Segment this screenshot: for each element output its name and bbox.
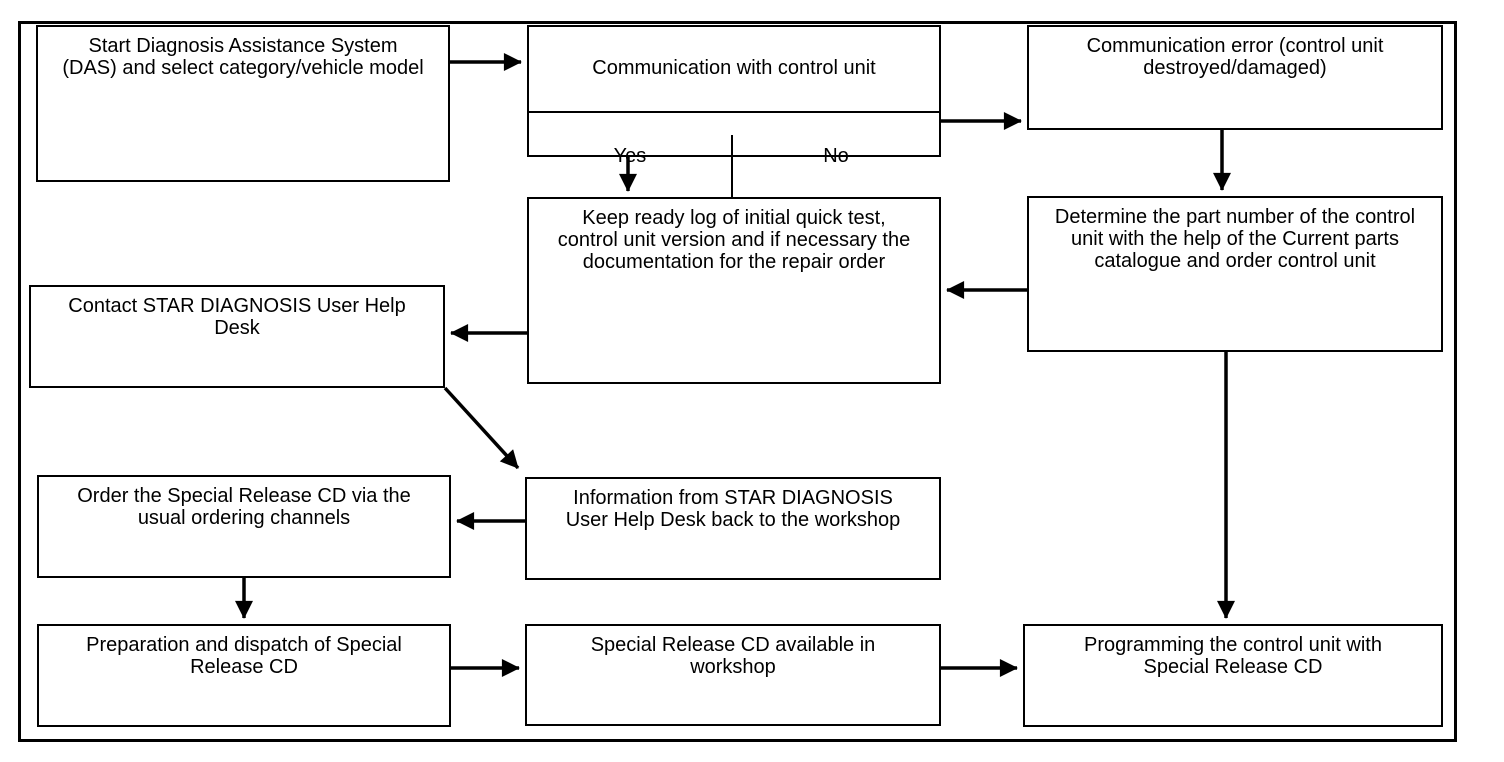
node-programming-control-unit: Programming the control unit with Specia… [1023, 624, 1443, 727]
arrow-contact-to-info [443, 386, 520, 470]
node-contact-help-desk: Contact STAR DIAGNOSIS User Help Desk [29, 285, 445, 388]
node-info-back-to-workshop: Information from STAR DIAGNOSIS User Hel… [525, 477, 941, 580]
node-keep-ready-log: Keep ready log of initial quick test, co… [527, 197, 941, 384]
communication-options-row: Yes No [529, 135, 939, 197]
node-preparation-dispatch-cd: Preparation and dispatch of Special Rele… [37, 624, 451, 727]
node-order-special-release-cd: Order the Special Release CD via the usu… [37, 475, 451, 578]
node-cd-available-workshop: Special Release CD available in workshop [525, 624, 941, 726]
node-communication-label: Communication with control unit [529, 49, 939, 113]
option-no: No [823, 145, 849, 167]
node-determine-part-number: Determine the part number of the control… [1027, 196, 1443, 352]
node-communication-error: Communication error (control unit destro… [1027, 25, 1443, 130]
option-yes: Yes [529, 135, 733, 197]
diagram-border [18, 21, 1457, 742]
node-communication-decision: Communication with control unit Yes No [527, 25, 941, 197]
node-start-das: Start Diagnosis Assistance System (DAS) … [36, 25, 450, 182]
